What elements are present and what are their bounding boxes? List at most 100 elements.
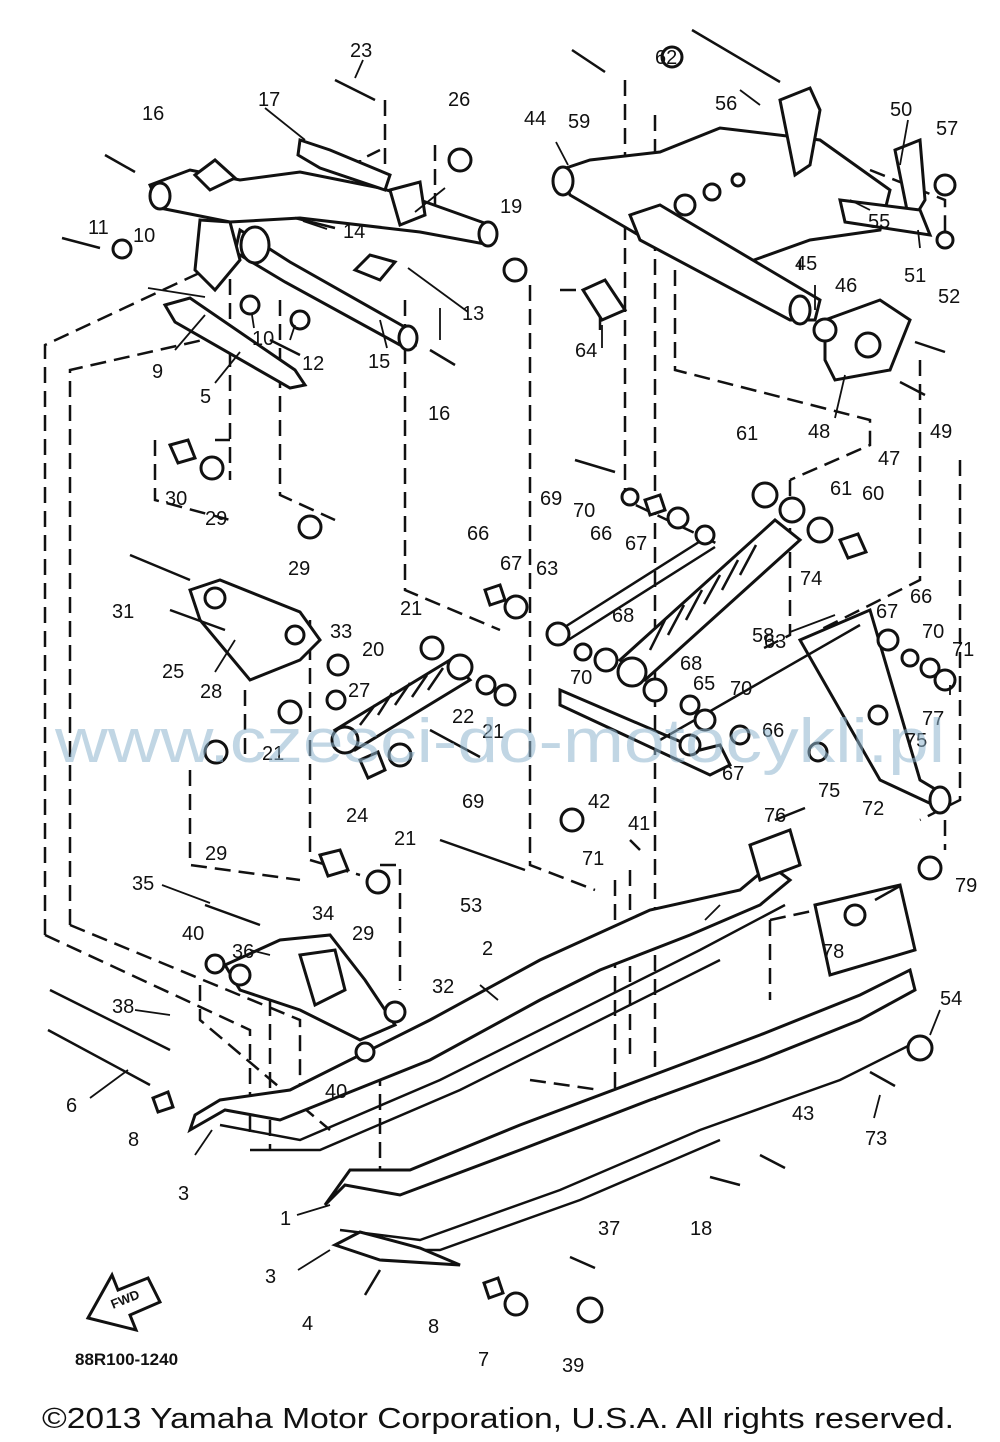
callout-label: 70	[730, 678, 752, 700]
callout-label: 29	[205, 843, 227, 865]
watermark-text: www.czesci-do-motocykli.pl	[54, 707, 945, 776]
callout-label: 20	[362, 639, 384, 661]
callout-label: 67	[500, 553, 522, 575]
callout-label: 75	[905, 730, 927, 752]
slide-rail-left	[187, 863, 793, 1152]
callout-label: 67	[625, 533, 647, 555]
callout-label: 21	[394, 828, 416, 850]
callout-label: 56	[715, 93, 737, 115]
callout-label: 63	[536, 558, 558, 580]
forward-arrow-icon: FWD	[85, 1271, 163, 1333]
callout-label: 75	[818, 780, 840, 802]
callout-label: 61	[736, 423, 758, 445]
callout-label: 70	[573, 500, 595, 522]
callout-label: 78	[822, 941, 844, 963]
callout-label: 13	[462, 303, 484, 325]
callout-label: 26	[448, 89, 470, 111]
callout-label: 59	[568, 111, 590, 133]
callout-label: 65	[693, 673, 715, 695]
callout-label: 33	[330, 621, 352, 643]
callout-label: 69	[540, 488, 562, 510]
callout-label: 69	[462, 791, 484, 813]
callout-label: 55	[868, 211, 890, 233]
callout-label: 64	[575, 340, 597, 362]
callout-label: 49	[930, 421, 952, 443]
callout-label: 19	[500, 196, 522, 218]
callout-label: 10	[133, 225, 155, 247]
callout-label: 71	[952, 639, 974, 661]
callout-labels: 23 26 16 17 14 11 10 10 12 13 9 5 15 16 …	[66, 40, 977, 1377]
callout-label: 76	[764, 805, 786, 827]
callout-label: 3	[178, 1183, 189, 1205]
callout-label: 67	[722, 763, 744, 785]
callout-label: 29	[352, 923, 374, 945]
callout-label: 71	[582, 848, 604, 870]
callout-label: 77	[922, 708, 944, 730]
callout-label: 54	[940, 988, 962, 1010]
callout-label: 39	[562, 1355, 584, 1377]
callout-label: 7	[478, 1349, 489, 1371]
callout-label: 8	[128, 1129, 139, 1151]
long-bolts	[47, 553, 526, 1087]
callout-label: 21	[262, 743, 284, 765]
callout-label: 29	[288, 558, 310, 580]
callout-label: 58	[752, 625, 774, 647]
callout-label: 30	[165, 488, 187, 510]
callout-label: 28	[200, 681, 222, 703]
callout-label: 61	[830, 478, 852, 500]
bolts	[61, 28, 946, 1296]
callout-label: 67	[876, 601, 898, 623]
callout-label: 79	[955, 875, 977, 897]
callout-label: 10	[252, 328, 274, 350]
callout-label: 66	[467, 523, 489, 545]
hardware	[111, 45, 957, 1324]
callout-label: 52	[938, 286, 960, 308]
callout-label: 66	[910, 586, 932, 608]
callout-label: 21	[400, 598, 422, 620]
callout-label: 35	[132, 873, 154, 895]
callout-label: 66	[762, 720, 784, 742]
callout-label: 73	[865, 1128, 887, 1150]
callout-label: 34	[312, 903, 334, 925]
rear-shock-absorber	[559, 496, 806, 688]
callout-label: 72	[862, 798, 884, 820]
diagram-code: 88R100-1240	[75, 1350, 178, 1369]
callout-label: 5	[200, 386, 211, 408]
callout-label: 62	[655, 47, 677, 69]
callout-label: 1	[280, 1208, 291, 1230]
callout-label: 31	[112, 601, 134, 623]
callout-label: 29	[205, 508, 227, 530]
callout-label: 37	[598, 1218, 620, 1240]
slide-rail-right	[323, 967, 921, 1267]
callout-label: 68	[680, 653, 702, 675]
callout-label: 18	[690, 1218, 712, 1240]
leader-lines	[89, 59, 951, 1271]
callout-label: 3	[265, 1266, 276, 1288]
callout-label: 68	[612, 605, 634, 627]
front-shock-absorber	[188, 578, 474, 755]
callout-label: 2	[482, 938, 493, 960]
callout-label: 60	[862, 483, 884, 505]
front-pivot-block	[222, 933, 398, 1042]
callout-label: 47	[878, 448, 900, 470]
callout-label: 9	[152, 361, 163, 383]
callout-label: 4	[302, 1313, 313, 1335]
callout-label: 53	[460, 895, 482, 917]
callout-label: 6	[66, 1095, 77, 1117]
rear-pivot-arm	[551, 86, 933, 382]
copyright-text: ©2013 Yamaha Motor Corporation, U.S.A. A…	[42, 1403, 954, 1435]
callout-label: 25	[162, 661, 184, 683]
callout-label: 51	[904, 265, 926, 287]
callout-label: 11	[88, 217, 109, 239]
callout-label: 63	[764, 631, 786, 653]
callout-label: 38	[112, 996, 134, 1018]
front-pivot-arm	[147, 138, 499, 390]
callout-label: 40	[182, 923, 204, 945]
callout-label: 70	[570, 667, 592, 689]
callout-label: 27	[348, 680, 370, 702]
callout-label: 12	[302, 353, 324, 375]
callout-label: 8	[428, 1316, 439, 1338]
callout-label: 22	[452, 706, 474, 728]
callout-label: 44	[524, 108, 546, 130]
